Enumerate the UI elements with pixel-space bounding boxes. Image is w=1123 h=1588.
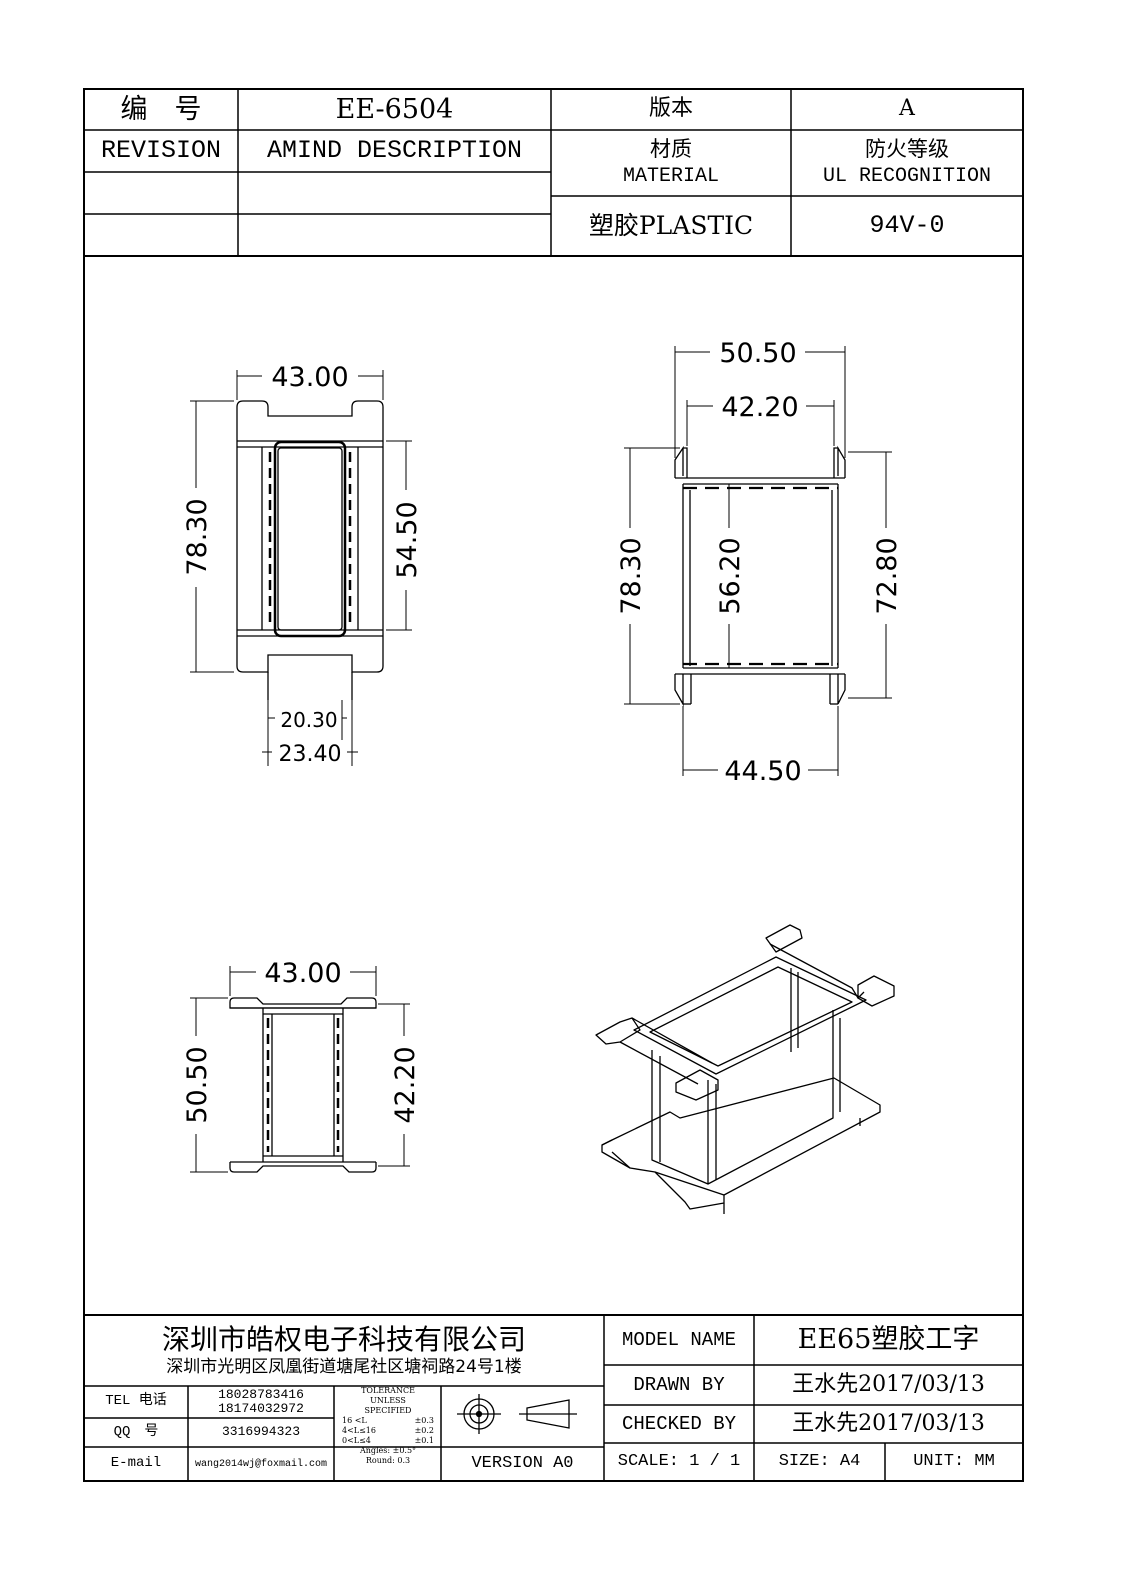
checked-by-value: 王水先2017/03/13 [792,1410,985,1436]
model-name-value: EE65塑胶工字 [797,1324,980,1356]
tolerance-row-3: 0<L≤4±0.1 [342,1436,434,1445]
company-block: 深圳市皓权电子科技有限公司 深圳市光明区凤凰街道塘尾社区塘祠路24号1楼 [84,1315,604,1386]
unit-label: UNIT: MM [913,1451,995,1471]
iso-body [651,1010,834,1185]
dim-front-width: 43.00 [264,958,341,989]
label-ul: 防火等级 UL RECOGNITION [791,130,1023,196]
version-value: A [899,96,915,122]
side-view-outline [674,445,846,707]
side-view: 50.50 42.20 78.30 56.20 72.80 44.50 [616,338,903,787]
dim-top-width: 43.00 [271,362,348,393]
dim-side-width-outer: 50.50 [719,338,796,369]
iso-top-opening [633,956,867,1075]
top-view: 43.00 78.30 54.50 20.30 23.40 [182,362,423,767]
tolerance-title-2: UNLESS [370,1396,406,1405]
tolerance-row-1: 16 <L±0.3 [342,1416,434,1425]
dim-top-height: 78.30 [182,498,213,575]
front-view: 43.00 50.50 42.20 [182,958,421,1173]
dim-side-width-inner: 42.20 [721,392,798,423]
projection-symbol-icon [457,1394,577,1434]
dim-side-base-width: 44.50 [724,756,801,787]
label-material-en: MATERIAL [622,164,719,188]
company-address: 深圳市光明区凤凰街道塘尾社区塘祠路24号1楼 [166,1356,522,1377]
iso-base-plate [601,1077,881,1210]
label-amind-description: AMIND DESCRIPTION [266,136,523,166]
side-view-dimension-lines [624,346,892,776]
tolerance-row-2: 4<L≤16±0.2 [342,1426,434,1435]
tolerance-title-1: TOLERANCE [361,1386,415,1395]
dim-side-height-outer: 78.30 [616,537,647,614]
checked-by-label: CHECKED BY [621,1412,737,1435]
part-number: EE-6504 [335,93,454,125]
dim-front-height-inner: 42.20 [390,1046,421,1123]
dim-top-pin-outer: 23.40 [279,742,342,767]
tolerance-round: Round: 0.3 [365,1456,411,1465]
qq-label: QQ 号 [113,1423,159,1440]
dim-front-height-outer: 50.50 [182,1046,213,1123]
label-material-cn: 材质 [650,137,692,162]
tel-label: TEL 电话 [105,1393,167,1410]
company-name: 深圳市皓权电子科技有限公司 [161,1322,526,1356]
dim-top-pin-inner: 20.30 [280,708,337,732]
tel-2: 18174032972 [218,1401,304,1416]
size-label: SIZE: A4 [778,1451,861,1471]
tel-1: 18028783416 [218,1386,304,1402]
model-name-label: MODEL NAME [621,1328,737,1351]
front-view-outline [229,997,377,1173]
dim-top-inner-height: 54.50 [392,501,423,578]
top-view-outline [236,400,384,700]
version-label: VERSION A0 [471,1453,574,1473]
front-view-dimension-lines [190,966,410,1173]
isometric-view [595,924,895,1214]
top-view-dimension-lines [190,370,412,766]
dim-side-height-right: 72.80 [872,537,903,614]
tolerance-title-3: SPECIFIED [364,1406,412,1415]
tolerance-angles: Angles: ±0.5° [359,1446,417,1455]
dim-side-height-inner: 56.20 [715,537,746,614]
label-ul-en: UL RECOGNITION [822,164,992,188]
tel-values: 18028783416 18174032972 [188,1386,334,1418]
drawn-by-label: DRAWN BY [633,1373,725,1396]
scale-label: SCALE: 1 / 1 [617,1451,741,1471]
drawn-by-value: 王水先2017/03/13 [792,1371,985,1397]
email-label: E-mail [110,1455,162,1472]
material-value: 塑胶PLASTIC [588,211,754,241]
label-number: 编 号 [120,93,202,125]
label-material: 材质 MATERIAL [551,130,791,196]
ul-rating-value: 94V-0 [869,211,945,241]
tolerance-block: TOLERANCE UNLESS SPECIFIED 16 <L±0.3 4<L… [336,1386,440,1481]
label-ul-cn: 防火等级 [865,137,949,162]
email-value: wang2014wj@foxmail.com [194,1458,328,1470]
label-revision: REVISION [100,136,222,166]
qq-value: 3316994323 [221,1424,300,1440]
label-version: 版本 [648,96,693,122]
